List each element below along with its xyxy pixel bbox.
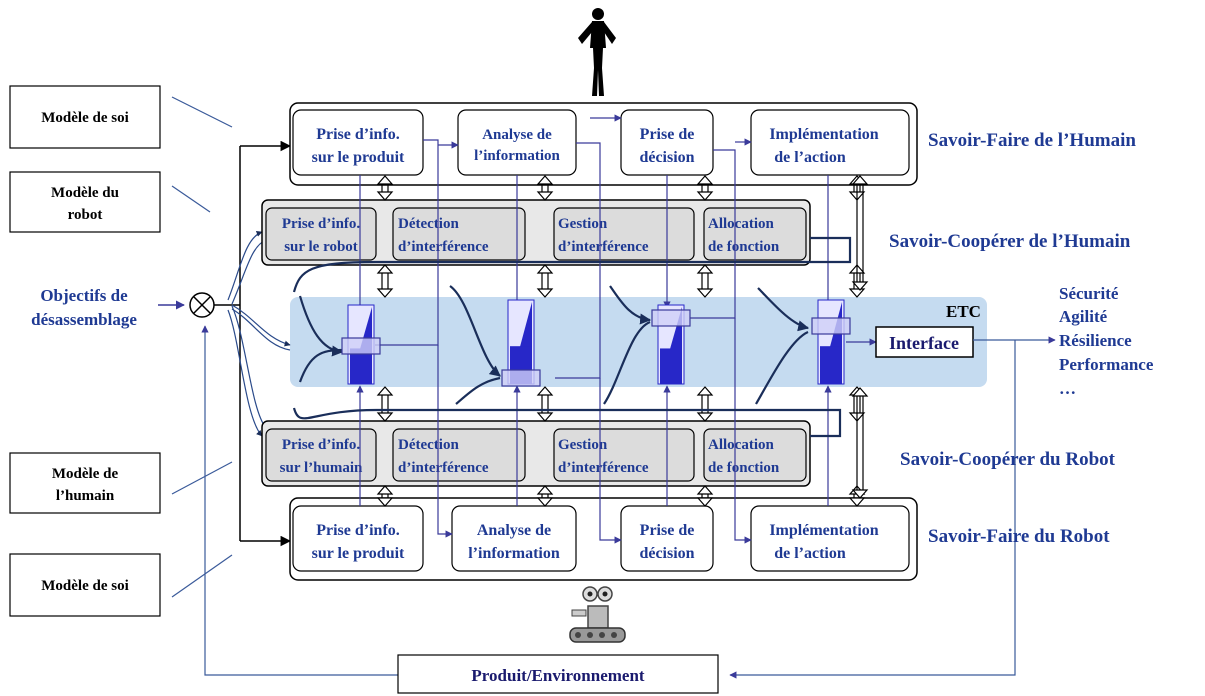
output-2: Résilience [1059,331,1132,350]
feedback-box [397,654,719,694]
double-arrow-rc-0 [376,386,394,422]
hkh-b1-l1: Prise d’info. [316,126,400,143]
hc-b2-l2: d’interférence [398,239,489,255]
double-arrow-side-top [851,175,869,291]
etc-level-bar-0 [341,304,381,385]
hkh-b3-l2: décision [639,149,694,166]
interface-box [875,326,974,358]
double-arrow-side-bottom [851,387,869,499]
output-3: Performance [1059,355,1154,374]
double-arrow-hkh-2 [696,175,714,201]
objectifs-label-1: Objectifs de [40,286,128,305]
hkh-b2-l2: l’information [474,148,560,164]
objectifs-label-2: désassemblage [31,310,137,329]
rc-b2-l1: Détection [398,437,459,453]
output-1: Agilité [1059,307,1108,326]
rc-b3-l2: d’interférence [558,460,649,476]
hc-b2-l1: Détection [398,216,459,232]
double-arrow-hkh-0 [376,175,394,201]
etc-level-bar-3 [811,299,851,385]
double-arrow-rkh-2 [696,485,714,507]
hkh-b3-l1: Prise de [640,126,695,143]
rkh-b1-l2: sur le produit [312,545,405,562]
rkh-b1-l1: Prise d’info. [316,522,400,539]
model-soi-top-box [9,85,161,149]
double-arrow-hc-0 [376,264,394,298]
model-robot-label-1: Modèle du [51,185,119,201]
interface-label: Interface [889,333,959,353]
model-soi-bottom-box [9,553,161,617]
hkh-b1-l2: sur le produit [312,149,405,166]
model-pointers [171,96,233,598]
model-soi-bottom-label: Modèle de soi [41,578,129,594]
hc-b3-l2: d’interférence [558,239,649,255]
etc-level-bar-2 [651,304,691,385]
hkh-b4-l1: Implémentation [769,126,878,143]
rc-b4-l1: Allocation [708,437,774,453]
rkh-b4-l1: Implémentation [769,522,878,539]
rc-b1-l1: Prise d’info. [282,437,361,453]
etc-level-bar-1 [501,299,541,387]
output-0: Sécurité [1059,284,1119,303]
feedback-label: Produit/Environnement [471,666,645,685]
double-arrow-hc-1 [536,264,554,298]
comparator-icon [189,292,215,318]
hc-b3-l1: Gestion [558,216,608,232]
hc-b4-l2: de fonction [708,239,780,255]
rkh-b3-l1: Prise de [640,522,695,539]
rc-b4-l2: de fonction [708,460,780,476]
model-soi-top-label: Modèle de soi [41,110,129,126]
rc-b3-l1: Gestion [558,437,608,453]
human-know-how-title: Savoir-Faire de l’Humain [928,130,1136,151]
output-4: … [1059,379,1076,398]
double-arrow-rkh-0 [376,485,394,507]
human-figure-icon [578,8,616,96]
etc-title: ETC [946,302,981,321]
double-arrow-rkh-1 [536,485,554,507]
double-arrow-rc-2 [696,386,714,422]
rkh-b3-l2: décision [639,545,694,562]
hc-b1-l2: sur le robot [284,239,358,255]
robot-know-how-title: Savoir-Faire du Robot [928,526,1110,547]
robot-coop-title: Savoir-Coopérer du Robot [900,449,1116,470]
hc-b4-l1: Allocation [708,216,774,232]
rkh-b2-l1: Analyse de [477,522,551,539]
model-humain-label-1: Modèle de [52,466,119,482]
double-arrow-rc-1 [536,386,554,422]
model-humain-label-2: l’humain [56,488,115,504]
model-robot-label-2: robot [68,207,103,223]
human-coop-title: Savoir-Coopérer de l’Humain [889,231,1131,252]
hkh-b2-l1: Analyse de [482,127,552,143]
hkh-b4-l2: de l’action [774,149,846,166]
hc-b1-l1: Prise d’info. [282,216,361,232]
rkh-b2-l2: l’information [468,545,560,562]
rc-b1-l2: sur l’humain [280,460,363,476]
model-humain-box [9,452,161,514]
etc-bars [341,299,851,387]
robot-figure-icon [569,586,626,643]
rc-b2-l2: d’interférence [398,460,489,476]
rkh-b4-l2: de l’action [774,545,846,562]
double-arrow-hc-2 [696,264,714,298]
model-robot-box [9,171,161,233]
double-arrow-hkh-1 [536,175,554,201]
